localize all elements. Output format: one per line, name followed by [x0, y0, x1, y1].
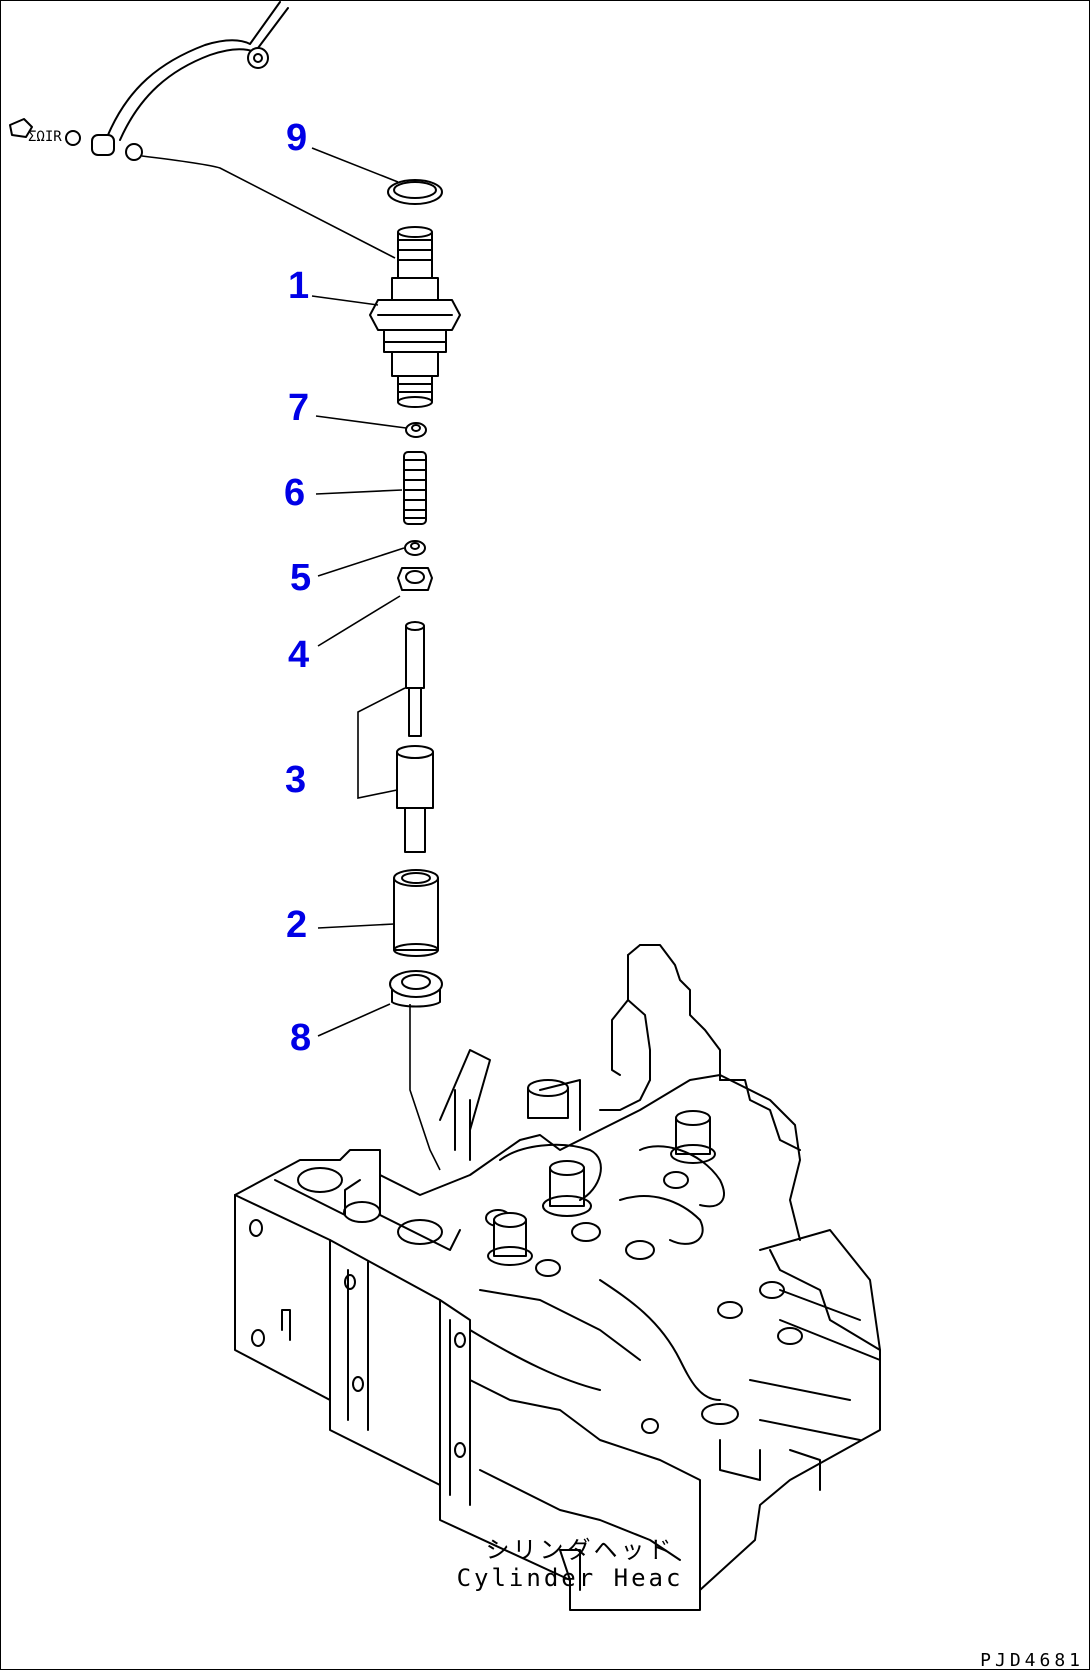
injector-bore-3 [670, 1110, 716, 1164]
callout-6: 6 [284, 472, 305, 514]
part-1-injector-holder [369, 226, 461, 408]
part-9-gasket [387, 179, 443, 205]
caption-japanese: シリンダヘッド [486, 1536, 675, 1564]
part-2-sleeve [393, 869, 439, 957]
callout-5: 5 [290, 557, 311, 599]
part-8-gasket [389, 970, 443, 1008]
callout-8: 8 [290, 1017, 311, 1059]
injector-bore-1 [542, 1160, 592, 1217]
caption-english: Cylinder Heac [457, 1564, 684, 1592]
callout-1: 1 [288, 265, 309, 307]
callout-9: 9 [286, 117, 307, 159]
fitting-glyph: ΣΩIR [28, 129, 62, 145]
fuel-pipe: ΣΩIR [9, 1, 396, 259]
callout-2: 2 [286, 904, 307, 946]
part-4-nut [397, 567, 433, 591]
part-5-spring-seat [404, 540, 426, 556]
cylinder-head [234, 944, 881, 1611]
callout-4: 4 [288, 634, 309, 676]
part-7-washer [405, 422, 427, 438]
install-path-line [409, 1004, 441, 1171]
reference-code: PJD4681 [980, 1650, 1084, 1670]
part-6-spring [403, 451, 427, 525]
callout-7: 7 [288, 387, 309, 429]
callouts: 9 1 7 6 5 4 3 2 8 [284, 117, 311, 1059]
injector-bore-4 [527, 1079, 569, 1119]
callout-3: 3 [285, 759, 306, 801]
part-3-nozzle-assembly [357, 621, 434, 853]
leader-lines [311, 147, 407, 1037]
injector-bore-2 [487, 1212, 533, 1266]
